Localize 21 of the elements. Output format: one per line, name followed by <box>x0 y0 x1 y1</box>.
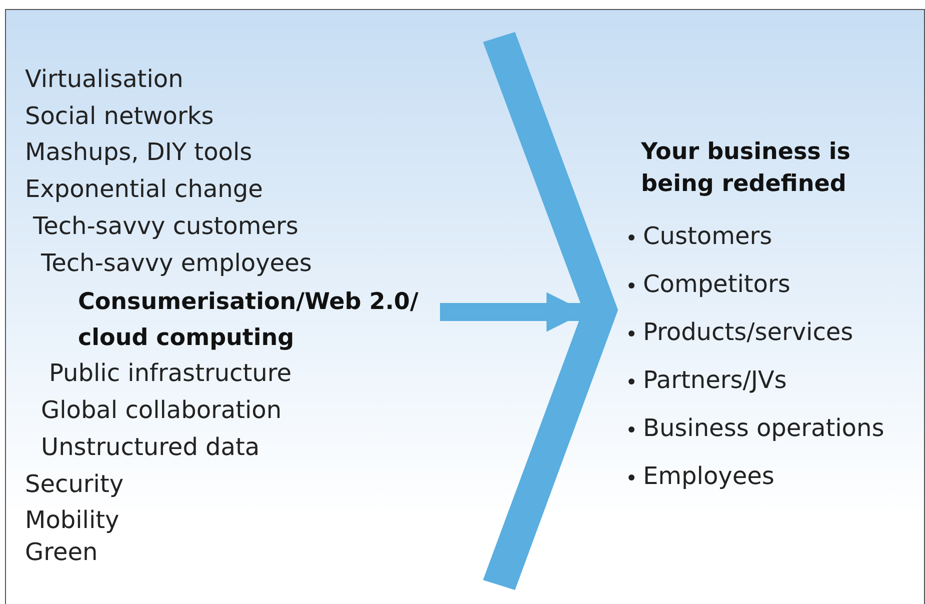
list-text: Exponential change <box>25 175 263 203</box>
list-text: Global collaboration <box>41 396 282 424</box>
list-text: Mobility <box>25 506 120 534</box>
arrow <box>440 292 586 332</box>
bullet-item: Business operations <box>643 414 884 442</box>
bullet-item: Competitors <box>643 270 790 298</box>
list-text: Green <box>25 538 98 566</box>
list-text: Social networks <box>25 102 214 130</box>
list-text: Tech-savvy employees <box>41 249 312 277</box>
bullet-item: Employees <box>643 462 774 490</box>
heading: Your business is being redefined <box>641 138 852 199</box>
bullet-item: Products/services <box>643 318 854 346</box>
list-text: Virtualisation <box>25 65 184 93</box>
bullet-item: Customers <box>643 222 772 250</box>
list-text: Tech-savvy customers <box>33 212 298 240</box>
list-text: Security <box>25 470 124 498</box>
highlight-text: Consumerisation/Web 2.0/ cloud computing <box>78 288 420 353</box>
list-text: Mashups, DIY tools <box>25 138 252 166</box>
list-text: Public infrastructure <box>49 359 292 387</box>
bullet-item: Partners/JVs <box>643 366 787 394</box>
list-text: Unstructured data <box>41 433 260 461</box>
